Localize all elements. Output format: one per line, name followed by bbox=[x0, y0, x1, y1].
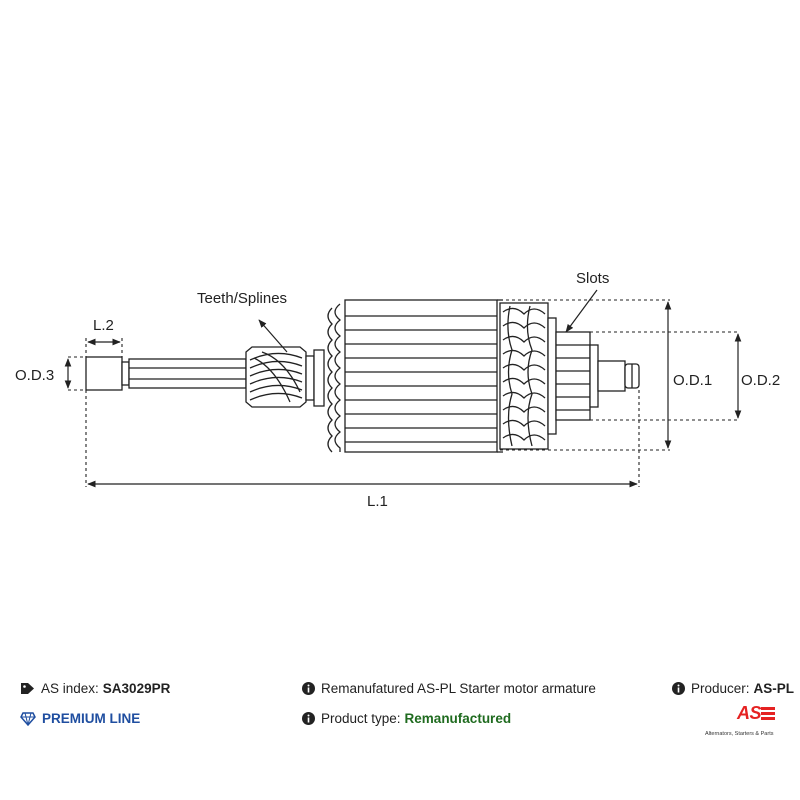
as-pl-logo: AS Alternators, Starters & Parts bbox=[705, 703, 795, 743]
premium-line: PREMIUM LINE bbox=[20, 711, 140, 726]
index-label: AS index: bbox=[41, 681, 99, 696]
l1-label: L.1 bbox=[367, 493, 388, 510]
teeth-label: Teeth/Splines bbox=[197, 290, 287, 307]
product-type-value: Remanufactured bbox=[404, 711, 512, 726]
product-type-label: Product type: bbox=[321, 711, 401, 726]
index-value: SA3029PR bbox=[102, 681, 171, 696]
info-icon bbox=[302, 682, 315, 695]
splines bbox=[245, 346, 307, 408]
od2-label: O.D.2 bbox=[741, 372, 780, 389]
shaft-step bbox=[121, 361, 130, 386]
producer-row: Producer: AS-PL bbox=[672, 681, 794, 696]
logo-text: AS bbox=[737, 703, 762, 723]
shaft-tip bbox=[85, 356, 123, 391]
description: Remanufatured AS-PL Starter motor armatu… bbox=[321, 681, 596, 696]
logo-tagline: Alternators, Starters & Parts bbox=[705, 731, 774, 737]
od3-label: O.D.3 bbox=[15, 367, 54, 384]
producer-value: AS-PL bbox=[753, 681, 795, 696]
gem-icon bbox=[20, 711, 36, 726]
right-windings bbox=[499, 302, 549, 450]
od1-label: O.D.1 bbox=[673, 372, 712, 389]
tag-icon bbox=[20, 682, 35, 695]
info-icon bbox=[302, 712, 315, 725]
right-shaft bbox=[597, 360, 626, 392]
product-type-row: Product type: Remanufactured bbox=[302, 711, 511, 726]
description-row: Remanufatured AS-PL Starter motor armatu… bbox=[302, 681, 596, 696]
l2-label: L.2 bbox=[93, 317, 114, 334]
info-icon bbox=[672, 682, 685, 695]
lamination-stack bbox=[344, 299, 498, 453]
shaft bbox=[128, 358, 247, 389]
slots-label: Slots bbox=[576, 270, 609, 287]
commutator-ring bbox=[547, 317, 557, 435]
teeth-pointer bbox=[258, 319, 288, 353]
logo-mark-icon bbox=[761, 707, 775, 720]
premium-label: PREMIUM LINE bbox=[42, 711, 141, 726]
lamination-lines bbox=[345, 315, 497, 443]
producer-label: Producer: bbox=[691, 681, 750, 696]
slots-pointer bbox=[565, 289, 598, 333]
as-index: AS index: SA3029PR bbox=[20, 681, 170, 696]
left-windings bbox=[327, 303, 342, 453]
